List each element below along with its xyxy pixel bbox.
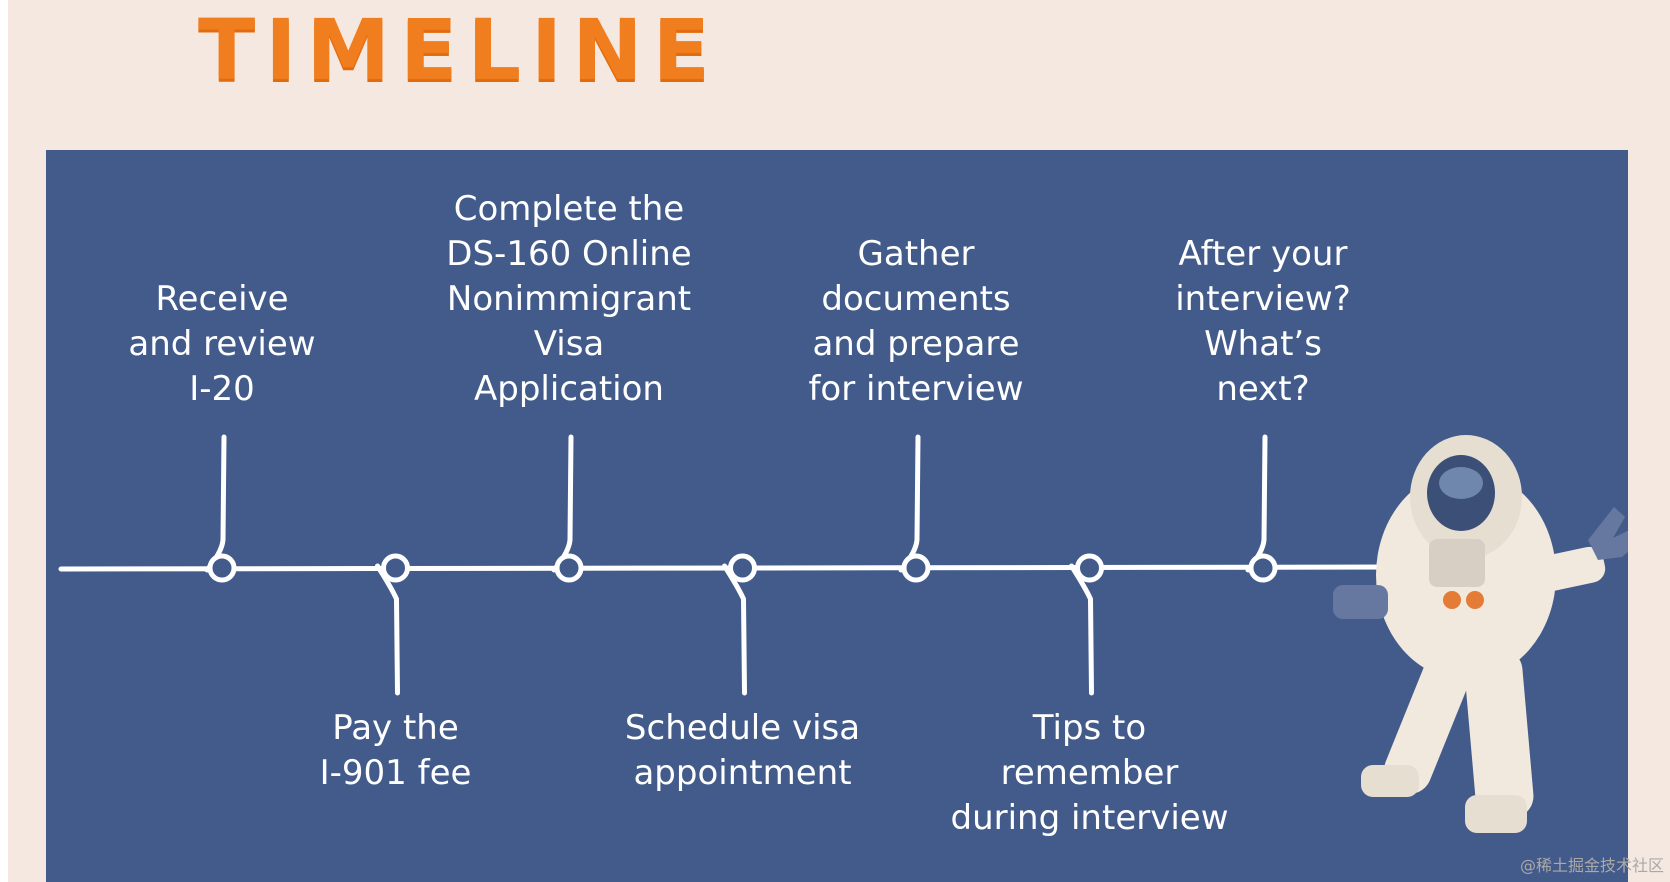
timeline-step-label: Complete the DS-160 Online Nonimmigrant … — [446, 189, 692, 409]
timeline-node — [381, 553, 410, 583]
timeline-connector — [1069, 563, 1094, 696]
timeline-step-label: Pay the I-901 fee — [319, 708, 472, 793]
timeline-connector — [898, 434, 921, 573]
timeline-node — [1075, 553, 1104, 583]
timeline-diagram — [58, 434, 1628, 833]
left-strip — [0, 0, 8, 882]
timeline-connector — [375, 563, 400, 696]
astronaut-illustration — [1333, 435, 1628, 833]
timeline-node — [901, 553, 931, 583]
timeline-step-label: Tips to remember during interview — [950, 708, 1229, 838]
timeline-node — [554, 553, 584, 583]
timeline-connector — [204, 434, 227, 573]
timeline-step-label: Receive and review I-20 — [128, 279, 316, 409]
timeline-node — [728, 553, 757, 583]
timeline-step-label: Gather documents and prepare for intervi… — [808, 234, 1024, 409]
timeline-connector — [722, 563, 747, 696]
timeline-node — [1248, 553, 1278, 583]
timeline-step-label: Schedule visa appointment — [624, 708, 861, 793]
timeline-step-label: After your interview? What’s next? — [1175, 234, 1351, 409]
timeline-connector — [1245, 434, 1268, 573]
timeline-node — [207, 553, 237, 583]
watermark: @稀土掘金技术社区 — [1519, 856, 1664, 875]
timeline-connector — [551, 434, 574, 573]
page-title: TIMELINE — [198, 1, 720, 99]
